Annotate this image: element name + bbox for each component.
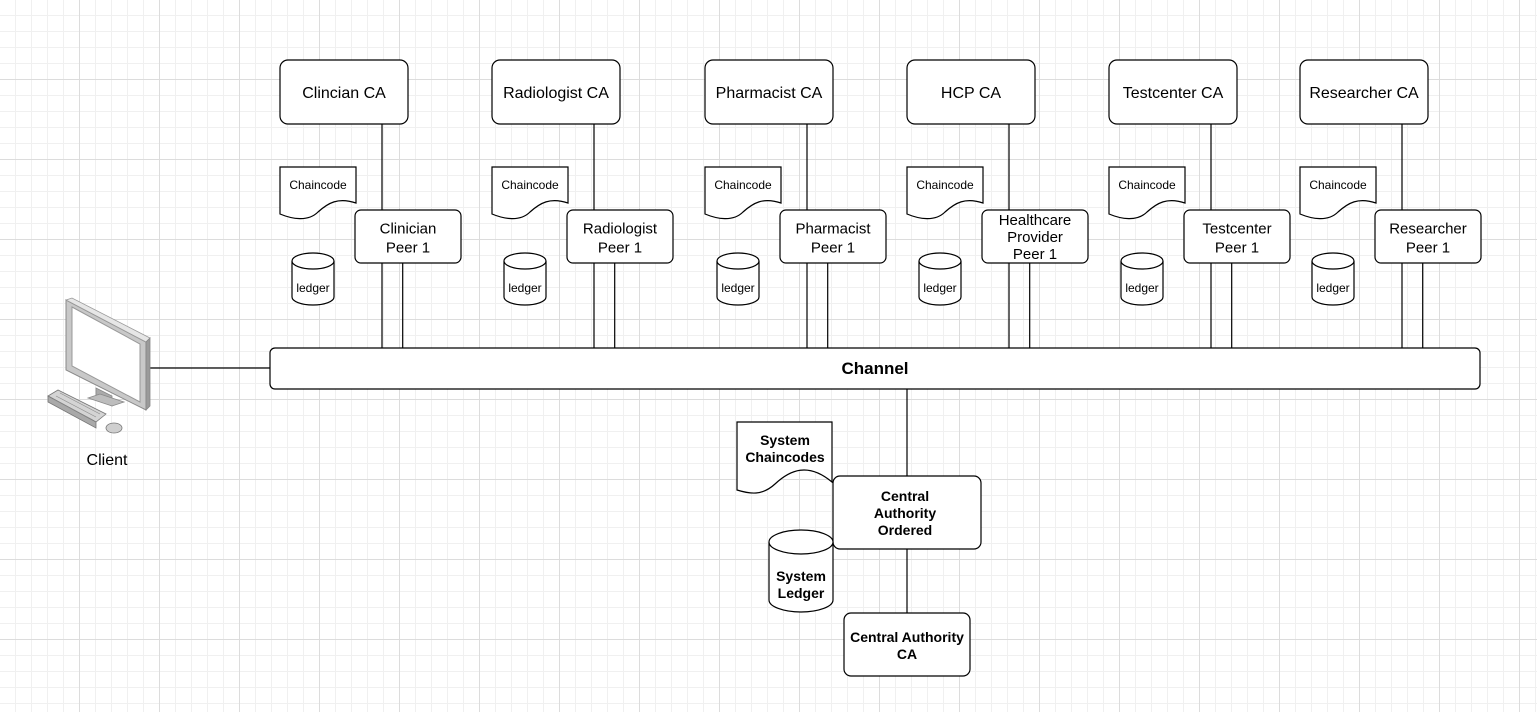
- system-ledger-label-line-2: Ledger: [778, 585, 825, 601]
- orderer-section: System Chaincodes Central Authority Orde…: [736, 389, 982, 677]
- org-ca-label: Researcher CA: [1309, 85, 1419, 102]
- org-ledger-database[interactable]: ledger: [503, 252, 547, 306]
- org-peer-label-line: Peer 1: [1013, 246, 1057, 263]
- org-ca-label: Pharmacist CA: [716, 85, 823, 102]
- central-authority-ordered-node[interactable]: Central Authority Ordered: [832, 475, 982, 550]
- org-peer-label-line: Peer 1: [1406, 240, 1450, 257]
- org-chaincode-document[interactable]: Chaincode: [906, 166, 984, 220]
- org-ledger-database[interactable]: ledger: [918, 252, 962, 306]
- central-authority-ca-label-line-1: Central Authority: [850, 629, 964, 645]
- org-ledger-label: ledger: [508, 281, 541, 295]
- org-peer-label-line: Provider: [1007, 229, 1063, 246]
- org-ledger-label: ledger: [1316, 281, 1349, 295]
- org-ca[interactable]: Researcher CA: [1299, 59, 1429, 125]
- org-peer-label-line: Peer 1: [598, 240, 642, 257]
- org-peer-label-line: Clinician: [380, 221, 437, 238]
- org-chaincode-label: Chaincode: [289, 178, 347, 192]
- org-ledger-label: ledger: [1125, 281, 1158, 295]
- org-peer-label-line: Peer 1: [811, 240, 855, 257]
- system-chaincodes-label-line-1: System: [760, 432, 810, 448]
- client[interactable]: Client: [47, 297, 270, 469]
- org-ledger-database[interactable]: ledger: [1120, 252, 1164, 306]
- org-ledger-database[interactable]: ledger: [291, 252, 335, 306]
- orderer-label-line-2: Authority: [874, 505, 936, 521]
- org-ca[interactable]: Clincian CA: [279, 59, 409, 125]
- org-peer-label-line: Healthcare: [999, 212, 1072, 229]
- client-label: Client: [87, 452, 128, 469]
- orderer-label-line-1: Central: [881, 488, 929, 504]
- org-ca-label: Testcenter CA: [1123, 85, 1224, 102]
- org-ledger-label: ledger: [721, 281, 754, 295]
- system-chaincodes-label-line-2: Chaincodes: [745, 449, 825, 465]
- org-ledger-database[interactable]: ledger: [716, 252, 760, 306]
- central-authority-ca[interactable]: Central Authority CA: [843, 612, 971, 677]
- org-peer-label-line: Radiologist: [583, 221, 658, 238]
- org-peer-label-line: Peer 1: [386, 240, 430, 257]
- org-ca[interactable]: Testcenter CA: [1108, 59, 1238, 125]
- org-chaincode-label: Chaincode: [714, 178, 772, 192]
- system-chaincodes-document[interactable]: System Chaincodes: [736, 421, 833, 494]
- org-chaincode-label: Chaincode: [1118, 178, 1176, 192]
- central-authority-ca-label-line-2: CA: [897, 646, 917, 662]
- org-chaincode-label: Chaincode: [501, 178, 559, 192]
- org-ca[interactable]: Pharmacist CA: [704, 59, 834, 125]
- org-chaincode-document[interactable]: Chaincode: [279, 166, 357, 220]
- org-chaincode-document[interactable]: Chaincode: [1108, 166, 1186, 220]
- system-ledger-database[interactable]: System Ledger: [768, 529, 834, 613]
- org-peer-label-line: Testcenter: [1202, 221, 1271, 238]
- org-ca-label: Radiologist CA: [503, 85, 609, 102]
- channel-label: Channel: [841, 359, 908, 378]
- org-ledger-database[interactable]: ledger: [1311, 252, 1355, 306]
- orderer-label-line-3: Ordered: [878, 522, 932, 538]
- org-ledger-label: ledger: [923, 281, 956, 295]
- org-peer-label-line: Pharmacist: [795, 221, 871, 238]
- org-ca[interactable]: Radiologist CA: [491, 59, 621, 125]
- org-chaincode-label: Chaincode: [916, 178, 974, 192]
- org-chaincode-document[interactable]: Chaincode: [491, 166, 569, 220]
- org-chaincode-document[interactable]: Chaincode: [1299, 166, 1377, 220]
- org-chaincode-document[interactable]: Chaincode: [704, 166, 782, 220]
- org-peer-label-line: Researcher: [1389, 221, 1467, 238]
- channel[interactable]: Channel: [269, 347, 1481, 390]
- desktop-computer-icon: [47, 297, 151, 434]
- org-ca-label: HCP CA: [941, 85, 1001, 102]
- org-ca[interactable]: HCP CA: [906, 59, 1036, 125]
- org-ca-label: Clincian CA: [302, 85, 386, 102]
- org-chaincode-label: Chaincode: [1309, 178, 1367, 192]
- org-ledger-label: ledger: [296, 281, 329, 295]
- org-peer-label-line: Peer 1: [1215, 240, 1259, 257]
- system-ledger-label-line-1: System: [776, 568, 826, 584]
